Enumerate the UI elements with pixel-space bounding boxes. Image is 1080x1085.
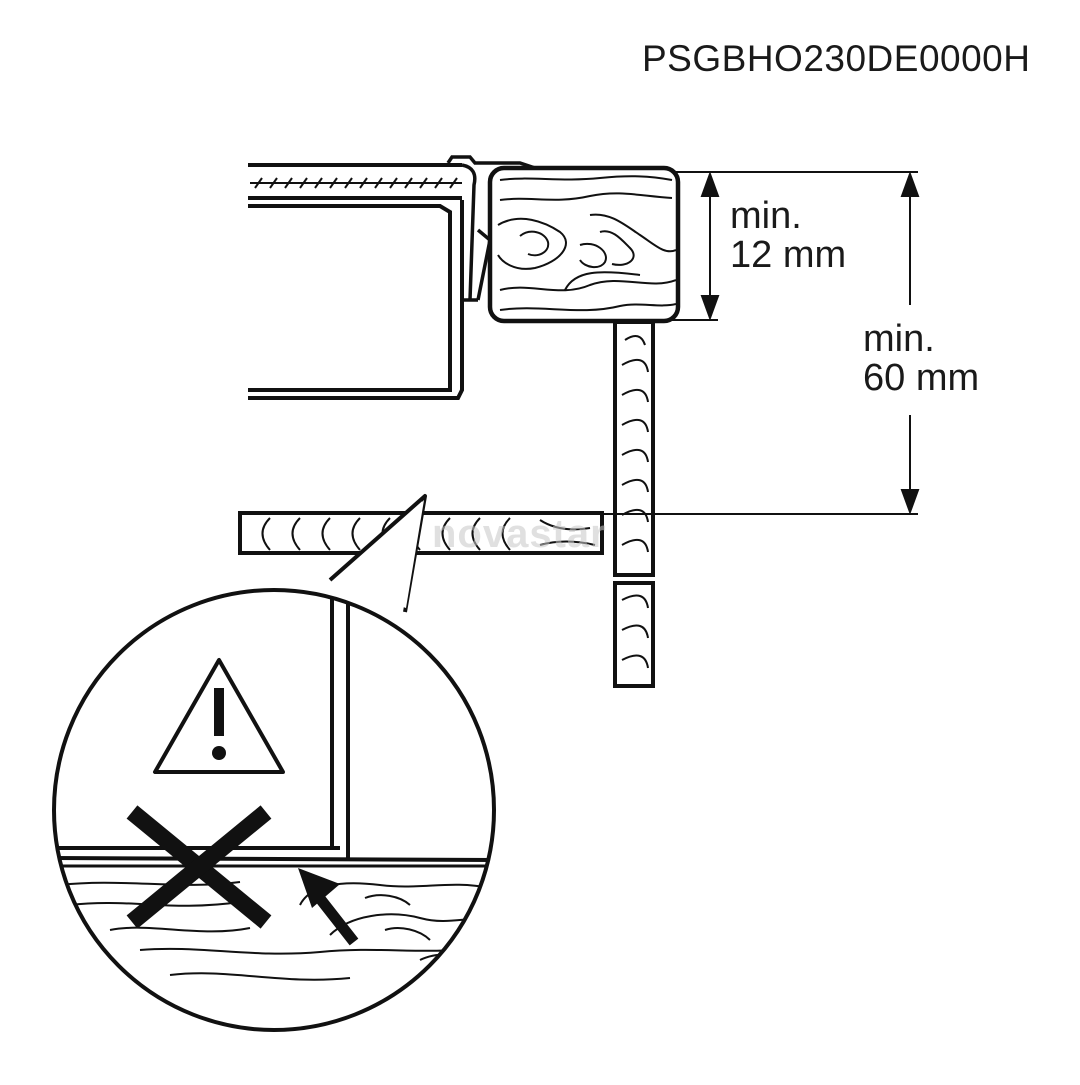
reference-code: PSGBHO230DE0000H bbox=[642, 38, 1031, 79]
watermark: novastar bbox=[432, 512, 607, 556]
dimension-label-60mm-line2: 60 mm bbox=[863, 357, 980, 399]
detail-callout bbox=[52, 494, 496, 1032]
arrow-down-12 bbox=[700, 295, 720, 321]
dimension-label-12mm-line2: 12 mm bbox=[730, 234, 847, 276]
dimension-label-60mm-line1: min. bbox=[863, 318, 935, 360]
dimension-lines bbox=[600, 171, 920, 515]
prohibited-cross-icon bbox=[126, 805, 272, 929]
arrow-up-12 bbox=[700, 171, 720, 197]
dimension-label-60mm: min. 60 mm bbox=[863, 320, 979, 398]
warning-triangle-icon bbox=[153, 658, 285, 774]
dimension-label-12mm-line1: min. bbox=[730, 195, 802, 237]
cabinet-side-panel bbox=[613, 320, 655, 688]
dimension-label-12mm: min. 12 mm bbox=[730, 197, 846, 275]
hob-top-plate bbox=[248, 163, 462, 200]
hob-body bbox=[248, 200, 464, 400]
arrow-down-60 bbox=[900, 489, 920, 515]
worktop-block bbox=[487, 165, 681, 324]
arrow-icon bbox=[298, 868, 359, 946]
arrow-up-60 bbox=[900, 171, 920, 197]
